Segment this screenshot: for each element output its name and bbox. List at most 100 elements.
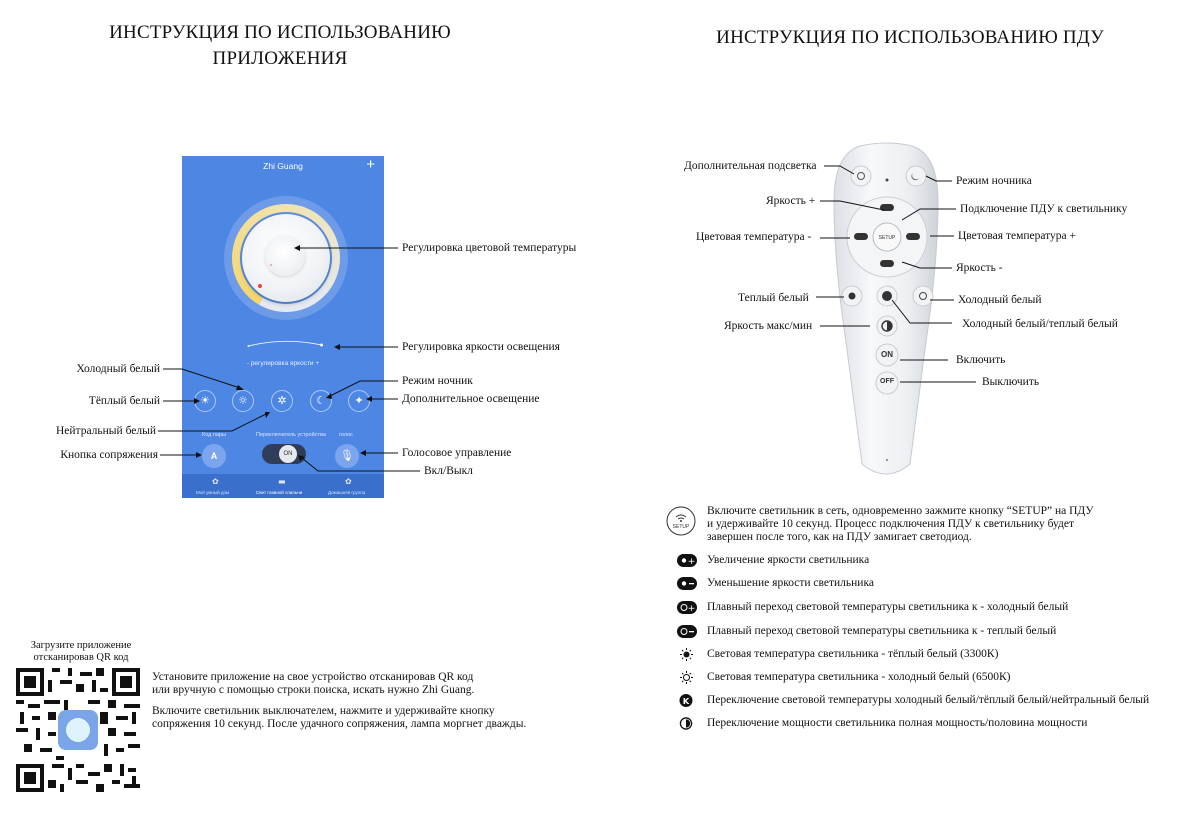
- svg-text:SETUP: SETUP: [673, 524, 690, 530]
- tab-group[interactable]: Домашняя группа: [328, 490, 366, 495]
- callout-temp-plus: Цветовая температура +: [958, 230, 1077, 242]
- pair-button[interactable]: A: [202, 444, 226, 468]
- setup-button-label: SETUP: [878, 235, 896, 241]
- half-power-icon: [679, 717, 693, 730]
- right-title: ИНСТРУКЦИЯ ПО ИСПОЛЬЗОВАНИЮ ПДУ: [716, 27, 1104, 48]
- brightness-minus-button: [880, 260, 894, 267]
- legend-item-8: Переключение мощности светильника полная…: [707, 717, 1088, 729]
- microphone-icon: 🎙: [340, 449, 354, 462]
- add-device-icon[interactable]: +: [366, 156, 375, 173]
- left-instructions-2-line2: сопряжения 10 секунд. После удачного соп…: [152, 718, 527, 730]
- setup-instructions: Включите светильник в сеть, одновременно…: [707, 505, 1094, 544]
- callout-on: Включить: [956, 354, 1006, 366]
- left-instructions-2-line1: Включите светильник выключателем, нажмит…: [152, 705, 495, 717]
- brightness-plus-icon: +: [677, 554, 697, 567]
- voice-button[interactable]: 🎙: [335, 444, 359, 468]
- left-title-line1: ИНСТРУКЦИЯ ПО ИСПОЛЬЗОВАНИЮ: [109, 22, 451, 43]
- callout-extra-light-remote: Дополнительная подсветка: [684, 160, 817, 172]
- setup-icon: SETUP: [666, 506, 696, 536]
- remote-on-button: [875, 343, 899, 367]
- group-tab-icon[interactable]: ✿: [345, 477, 352, 486]
- left-instructions-1: Установите приложение на свое устройство…: [152, 671, 474, 697]
- setup-instructions-line1: Включите светильник в сеть, одновременно…: [707, 505, 1094, 517]
- callout-cold-remote: Холодный белый: [958, 294, 1042, 306]
- callout-warm-remote: Теплый белый: [738, 292, 809, 304]
- bedroom-tab-icon[interactable]: ▬: [278, 477, 286, 486]
- voice-label: голос: [339, 432, 353, 438]
- extra-light-button[interactable]: ✦: [348, 390, 370, 412]
- bulb-icon: ✦: [354, 394, 364, 407]
- left-instructions-2: Включите светильник выключателем, нажмит…: [152, 705, 526, 731]
- qr-code[interactable]: [16, 668, 140, 792]
- moon-icon: ☾: [316, 394, 326, 407]
- callout-extra-light: Дополнительное освещение: [402, 393, 540, 405]
- device-switch-label: Переключатель устройства: [256, 432, 326, 438]
- remote-callout-lines: [816, 165, 976, 383]
- callout-night-mode: Режим ночник: [402, 375, 473, 387]
- night-mode-button[interactable]: ☾: [310, 390, 332, 412]
- brightness-plus-button: [880, 204, 894, 211]
- remote-setup-button: [872, 222, 902, 252]
- legend-item-5: Световая температура светильника - тёплы…: [707, 648, 999, 660]
- remote-extra-light-button: [850, 165, 872, 187]
- callout-neutral-white: Нейтральный белый: [55, 425, 156, 437]
- callout-off: Выключить: [982, 376, 1040, 388]
- setup-instructions-line2: и удерживайте 10 секунд. Процесс подключ…: [707, 518, 1075, 530]
- cold-white-button[interactable]: ☼: [232, 390, 254, 412]
- app-tabbar: [182, 474, 384, 498]
- remote-control: [833, 142, 939, 475]
- left-title: ИНСТРУКЦИЯ ПО ИСПОЛЬЗОВАНИЮ ПРИЛОЖЕНИЯ: [60, 20, 500, 72]
- legend-item-3: Плавный переход световой температуры све…: [707, 601, 1069, 613]
- sun-filled-icon: ☀: [200, 394, 210, 407]
- left-instructions-1-line1: Установите приложение на свое устройство…: [152, 671, 474, 683]
- svg-text:+: +: [688, 604, 696, 614]
- remote-off-button: [875, 371, 899, 395]
- callout-color-temp: Регулировка цветовой температуры: [402, 242, 577, 254]
- callout-max-min: Яркость макс/мин: [724, 320, 813, 332]
- app-title: Zhi Guang: [263, 161, 303, 171]
- callout-brightness-minus: Яркость -: [956, 262, 1003, 274]
- callout-on-off: Вкл/Выкл: [424, 465, 473, 477]
- off-button-label: OFF: [880, 378, 894, 385]
- callout-pairing: Кнопка сопряжения: [60, 449, 158, 461]
- pair-code-label: Код пары: [202, 432, 226, 438]
- neutral-white-button[interactable]: ✲: [271, 390, 293, 412]
- app-screenshot: Zhi Guang + - регулировка яркости + ☀ ☼ …: [182, 156, 384, 498]
- sun-filled-icon: [680, 648, 693, 661]
- brightness-slider[interactable]: [210, 339, 360, 349]
- temp-minus-icon: [677, 625, 697, 638]
- cycle-k-icon: K: [679, 694, 693, 707]
- callout-brightness: Регулировка яркости освещения: [402, 341, 560, 353]
- tab-bedroom[interactable]: Свет главной спальни: [256, 490, 303, 495]
- color-temp-indicator: [258, 284, 262, 288]
- app-callout-lines: [158, 245, 420, 472]
- tab-my-home[interactable]: Мой умный дом: [196, 490, 230, 495]
- left-instructions-1-line2: или вручную с помощью строки поиска, иск…: [152, 684, 475, 696]
- qr-caption-line1: Загрузите приложение: [30, 640, 132, 651]
- left-title-line2: ПРИЛОЖЕНИЯ: [212, 48, 348, 69]
- legend-item-7: Переключение световой температуры холодн…: [707, 694, 1150, 706]
- brightness-minus-icon: [677, 577, 697, 590]
- callout-night-remote: Режим ночника: [956, 175, 1032, 187]
- temp-plus-button: [906, 233, 920, 240]
- callout-voice: Голосовое управление: [402, 447, 512, 459]
- home-tab-icon[interactable]: ✿: [212, 477, 219, 486]
- callout-brightness-plus: Яркость +: [766, 195, 816, 207]
- callout-connect: Подключение ПДУ к светильнику: [960, 203, 1128, 215]
- temp-plus-icon: +: [677, 601, 697, 614]
- legend-item-6: Световая температура светильника - холод…: [707, 671, 1011, 683]
- legend-item-4: Плавный переход световой температуры све…: [707, 625, 1057, 637]
- power-toggle-knob[interactable]: ON: [279, 445, 297, 463]
- callout-cold-white: Холодный белый: [76, 363, 160, 375]
- knob-dot: [270, 264, 272, 266]
- remote-cold-button: [912, 285, 934, 307]
- color-temp-knob-center: [265, 236, 305, 276]
- qr-caption-line2: отсканировав QR код: [33, 652, 129, 663]
- on-button-label: ON: [881, 350, 893, 359]
- svg-text:+: +: [688, 557, 696, 567]
- sun-neutral-icon: ✲: [277, 394, 287, 407]
- callout-warm-white: Тёплый белый: [88, 395, 160, 407]
- qr-caption: Загрузите приложение отсканировав QR код: [20, 640, 142, 664]
- svg-text:K: K: [683, 696, 690, 706]
- sun-outline-icon: ☼: [238, 394, 248, 407]
